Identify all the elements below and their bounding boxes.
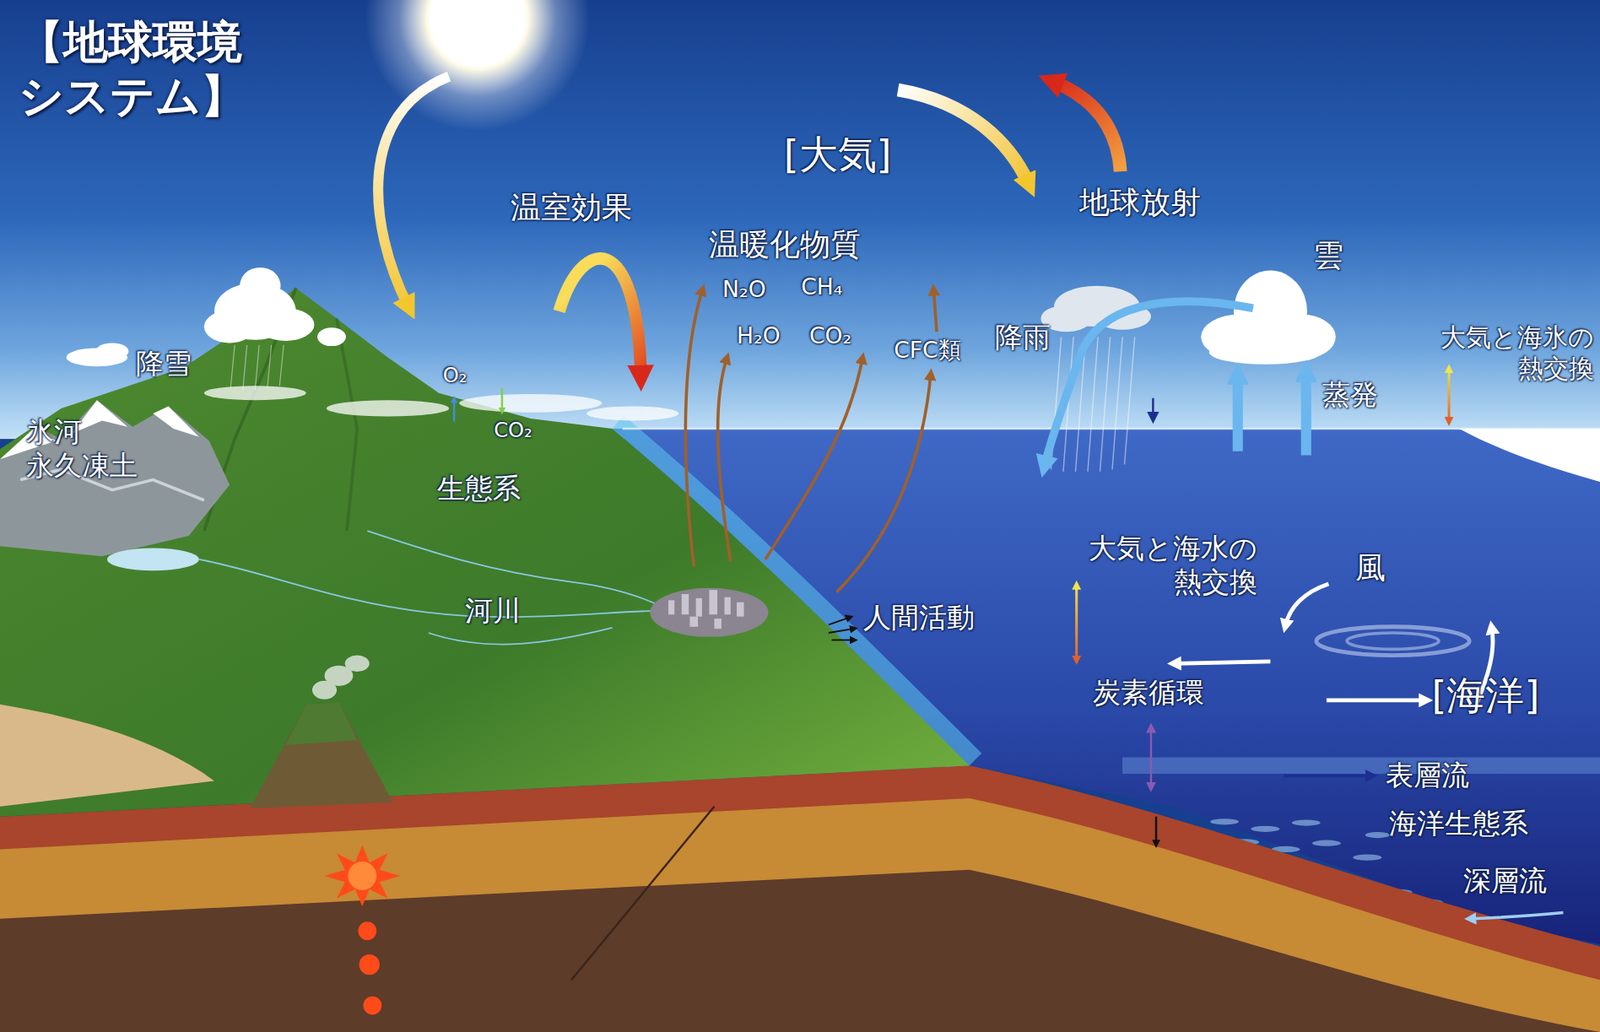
chemical-formula: O₂ bbox=[443, 363, 468, 390]
chemical-formula: N₂O bbox=[722, 275, 767, 303]
sphere-heading: [大気] bbox=[783, 130, 892, 179]
feature-label: 河川 bbox=[464, 594, 521, 629]
process-label: 表層流 bbox=[1385, 759, 1470, 794]
feature-label: 氷河 永久凍土 bbox=[26, 416, 145, 484]
chemical-formula: H₂O bbox=[736, 322, 781, 350]
process-label: 降雪 bbox=[135, 347, 192, 382]
process-label: 蒸発 bbox=[1322, 378, 1379, 413]
process-label: 降雨 bbox=[994, 321, 1051, 356]
chemical-formula: CO₂ bbox=[809, 322, 852, 350]
process-label: 温暖化物質 bbox=[708, 226, 861, 264]
chemical-formula: CO₂ bbox=[493, 418, 533, 444]
process-label: 炭素循環 bbox=[1092, 676, 1205, 711]
feature-label: 生態系 bbox=[437, 472, 521, 507]
process-label: 深層流 bbox=[1463, 864, 1547, 899]
process-label: 大気と海氷の 熱交換 bbox=[1432, 322, 1594, 385]
process-label: 温室効果 bbox=[510, 189, 633, 227]
feature-label: 海洋生態系 bbox=[1389, 807, 1529, 842]
process-label: 風 bbox=[1355, 549, 1386, 587]
sphere-heading: [海洋] bbox=[1432, 671, 1541, 719]
feature-label: 人間活動 bbox=[863, 601, 975, 636]
process-label: 大気と海水の 熱交換 bbox=[1083, 532, 1257, 600]
chemical-formula: CFC類 bbox=[893, 336, 961, 364]
chemical-formula: CH₄ bbox=[800, 273, 843, 301]
diagram-title: 【地球環境 システム】 bbox=[18, 16, 261, 125]
process-label: 地球放射 bbox=[1079, 183, 1201, 222]
feature-label: 雲 bbox=[1313, 237, 1344, 275]
